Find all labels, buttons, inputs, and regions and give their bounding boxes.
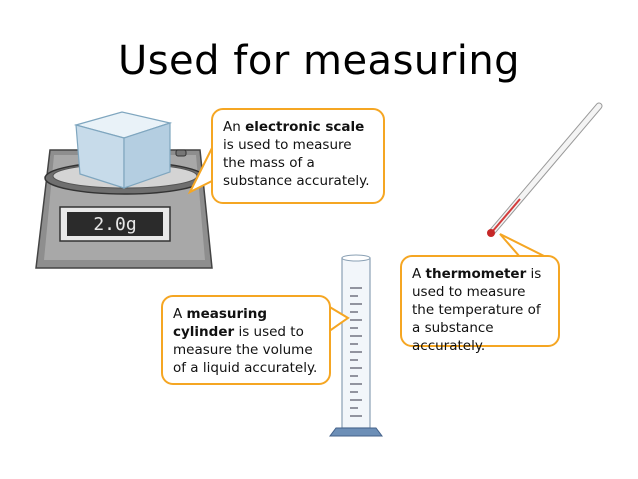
thermometer-callout: A thermometer is used to measure the tem… [400, 255, 560, 354]
page-title: Used for measuring [117, 38, 521, 84]
cylinder-callout: A measuring cylinder is used to measure … [161, 295, 331, 385]
measuring-cylinder [329, 254, 383, 437]
ice-cube [73, 111, 173, 189]
thermometer [487, 102, 603, 237]
thermometer-callout-tail [499, 233, 547, 258]
scale-callout: An electronic scale is used to measure t… [211, 108, 385, 204]
scale-display-reading: 2.0g [93, 214, 136, 235]
scale-display [67, 212, 163, 236]
